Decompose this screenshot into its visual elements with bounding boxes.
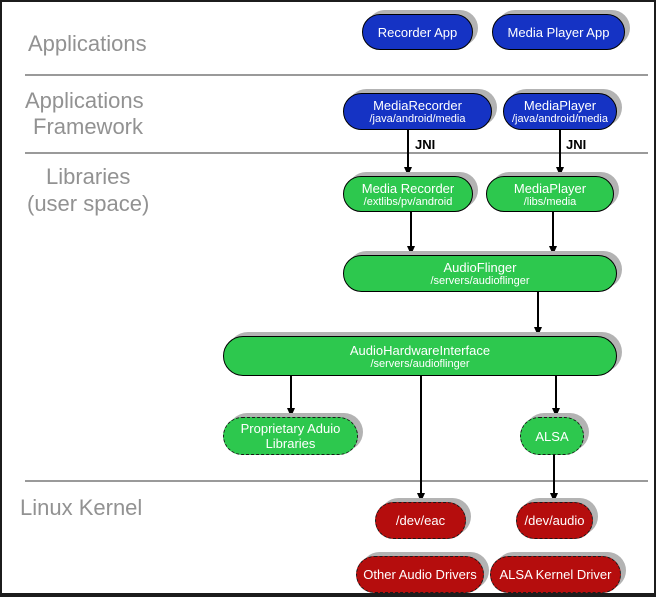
node-label-line2: Libraries: [265, 436, 316, 451]
arrowhead-to-alsa: [551, 408, 560, 417]
node-label: /dev/audio: [524, 513, 585, 528]
node-label: AudioFlinger: [443, 260, 517, 275]
arrowhead-to-audioflinger-left: [406, 246, 415, 255]
node-path: /servers/audioflinger: [430, 275, 530, 287]
node-alsa-kernel-driver: ALSA Kernel Driver: [490, 556, 621, 593]
connector-ahi-to-deveac-line: [420, 376, 422, 493]
node-mediarecorder-framework: MediaRecorder /java/android/media: [343, 93, 492, 130]
node-path: /java/android/media: [511, 113, 608, 125]
layer-label-applications: Applications: [28, 31, 147, 56]
layer-label-libraries-line1: Libraries: [46, 164, 131, 189]
node-label: MediaPlayer: [523, 98, 597, 113]
node-recorder-app: Recorder App: [362, 14, 473, 50]
node-label: Proprietary Aduio: [240, 421, 341, 436]
node-label: Media Recorder: [361, 180, 455, 196]
node-proprietary-audio-libraries: Proprietary Aduio Libraries: [223, 417, 358, 455]
arrowhead-to-ahi: [533, 327, 542, 336]
node-alsa: ALSA: [520, 417, 584, 455]
node-dev-eac: /dev/eac: [375, 502, 466, 539]
node-path: /java/android/media: [369, 113, 466, 125]
node-label: /dev/eac: [395, 513, 446, 528]
layer-divider-applications: [25, 74, 648, 76]
node-label: AudioHardwareInterface: [349, 342, 491, 358]
arrowhead-to-devaudio: [549, 493, 558, 502]
connector-mediarecorder-jni-line: [407, 130, 409, 167]
arrowhead-to-media-recorder-lib: [403, 167, 412, 176]
node-label: ALSA: [535, 428, 569, 444]
connector-ahi-to-proprietary-line: [290, 376, 292, 408]
connector-mediarecorder-to-audioflinger-line: [410, 212, 412, 246]
connector-mediaplayer-to-audioflinger-line: [552, 212, 554, 246]
node-label: Media Player App: [507, 24, 610, 40]
connector-audioflinger-to-ahi-line: [537, 292, 539, 327]
layer-label-libraries-line2: (user space): [27, 191, 150, 216]
node-audio-hardware-interface: AudioHardwareInterface /servers/audiofli…: [223, 336, 617, 376]
connector-mediaplayer-jni-line: [559, 130, 561, 167]
connector-ahi-to-alsa-line: [555, 376, 557, 408]
node-mediaplayer-lib: MediaPlayer /libs/media: [486, 176, 614, 212]
node-label: ALSA Kernel Driver: [499, 567, 612, 582]
arrowhead-to-audioflinger-right: [548, 246, 557, 255]
node-label: MediaRecorder: [373, 98, 462, 113]
jni-label-right: JNI: [566, 137, 587, 152]
node-audioflinger: AudioFlinger /servers/audioflinger: [343, 255, 617, 292]
layer-divider-framework: [25, 152, 648, 154]
node-media-player-app: Media Player App: [492, 14, 625, 50]
node-mediaplayer-framework: MediaPlayer /java/android/media: [503, 93, 617, 130]
layer-label-framework-line2: Framework: [33, 114, 144, 139]
layer-label-framework-line1: Applications: [25, 88, 144, 113]
node-label: MediaPlayer: [513, 180, 587, 196]
node-path: /servers/audioflinger: [370, 357, 470, 370]
arrowhead-to-proprietary: [286, 408, 295, 417]
node-dev-audio: /dev/audio: [516, 502, 593, 539]
node-path: /libs/media: [523, 195, 577, 208]
layer-label-linux-kernel: Linux Kernel: [20, 495, 143, 520]
jni-label-left: JNI: [415, 137, 436, 152]
connector-alsa-to-devaudio-line: [553, 455, 555, 493]
layer-divider-kernel: [25, 480, 648, 482]
node-label: Other Audio Drivers: [363, 567, 477, 582]
node-label: Recorder App: [377, 24, 458, 40]
arrowhead-to-mediaplayer-lib: [555, 167, 564, 176]
node-media-recorder-lib: Media Recorder /extlibs/pv/android: [343, 176, 473, 212]
arrowhead-to-deveac: [416, 493, 425, 502]
node-other-audio-drivers: Other Audio Drivers: [356, 556, 484, 593]
node-path: /extlibs/pv/android: [363, 195, 453, 208]
